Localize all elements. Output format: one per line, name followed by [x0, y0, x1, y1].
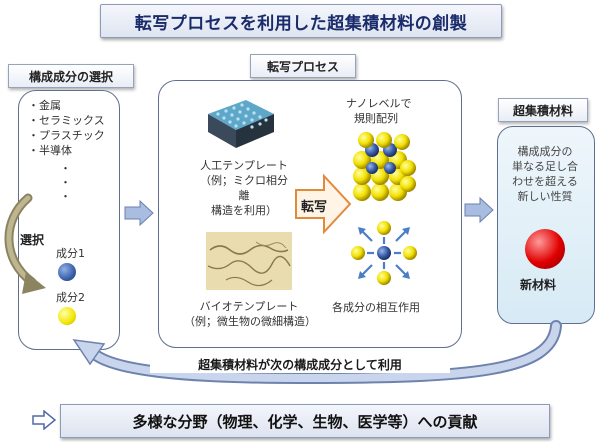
- right-arrow-icon: [124, 200, 154, 226]
- list-item: ・セラミックス: [28, 114, 105, 127]
- artificial-template-image: [208, 100, 274, 148]
- component1-ball: [58, 263, 76, 281]
- interaction-image: [351, 221, 417, 285]
- transfer-label: 転写: [301, 200, 328, 215]
- selection-arrow-icon: [4, 193, 46, 294]
- artificial-template-text: 人工テンプレート （例；ミクロ相分離 構造を利用）: [200, 159, 288, 217]
- component2-ball: [58, 307, 76, 325]
- new-material-label: 新材料: [520, 278, 557, 292]
- component-selection-panel: [18, 90, 120, 350]
- component-list: ・金属 ・セラミックス ・プラスチック ・半導体: [28, 98, 105, 158]
- transfer-process-header: 転写プロセス: [250, 54, 356, 78]
- component2-label: 成分2: [56, 291, 85, 304]
- right-arrow-icon: [32, 410, 56, 430]
- nano-order-text: ナノレベルで 規則配列: [346, 97, 412, 125]
- select-label: 選択: [20, 233, 45, 247]
- right-arrow-icon: [464, 197, 494, 223]
- nano-lattice-image: [353, 132, 416, 201]
- bio-template-image: [206, 232, 292, 290]
- continuation-dots: ・ ・ ・: [60, 162, 71, 203]
- transfer-arrow-icon: [295, 173, 352, 235]
- bio-template-text: バイオテンプレート （例；微生物の微細構造）: [184, 300, 316, 328]
- list-item: ・プラスチック: [28, 129, 105, 142]
- new-property-text: 構成成分の 単なる足し合 わせを超える 新しい性質: [512, 145, 578, 203]
- component-selection-header: 構成成分の選択: [8, 64, 134, 88]
- contribution-banner: 多様な分野（物理、化学、生物、医学等）への貢献: [60, 404, 550, 438]
- interaction-text: 各成分の相互作用: [332, 301, 420, 314]
- super-integrated-material-header: 超集積材料: [498, 98, 588, 122]
- list-item: ・金属: [28, 99, 61, 112]
- list-item: ・半導体: [28, 144, 72, 157]
- loop-label: 超集積材料が次の構成成分として利用: [150, 356, 450, 373]
- page-title: 転写プロセスを利用した超集積材料の創製: [100, 4, 502, 38]
- component1-label: 成分1: [56, 247, 85, 260]
- super-integrated-material-panel: [497, 126, 595, 324]
- new-material-ball: [525, 229, 565, 269]
